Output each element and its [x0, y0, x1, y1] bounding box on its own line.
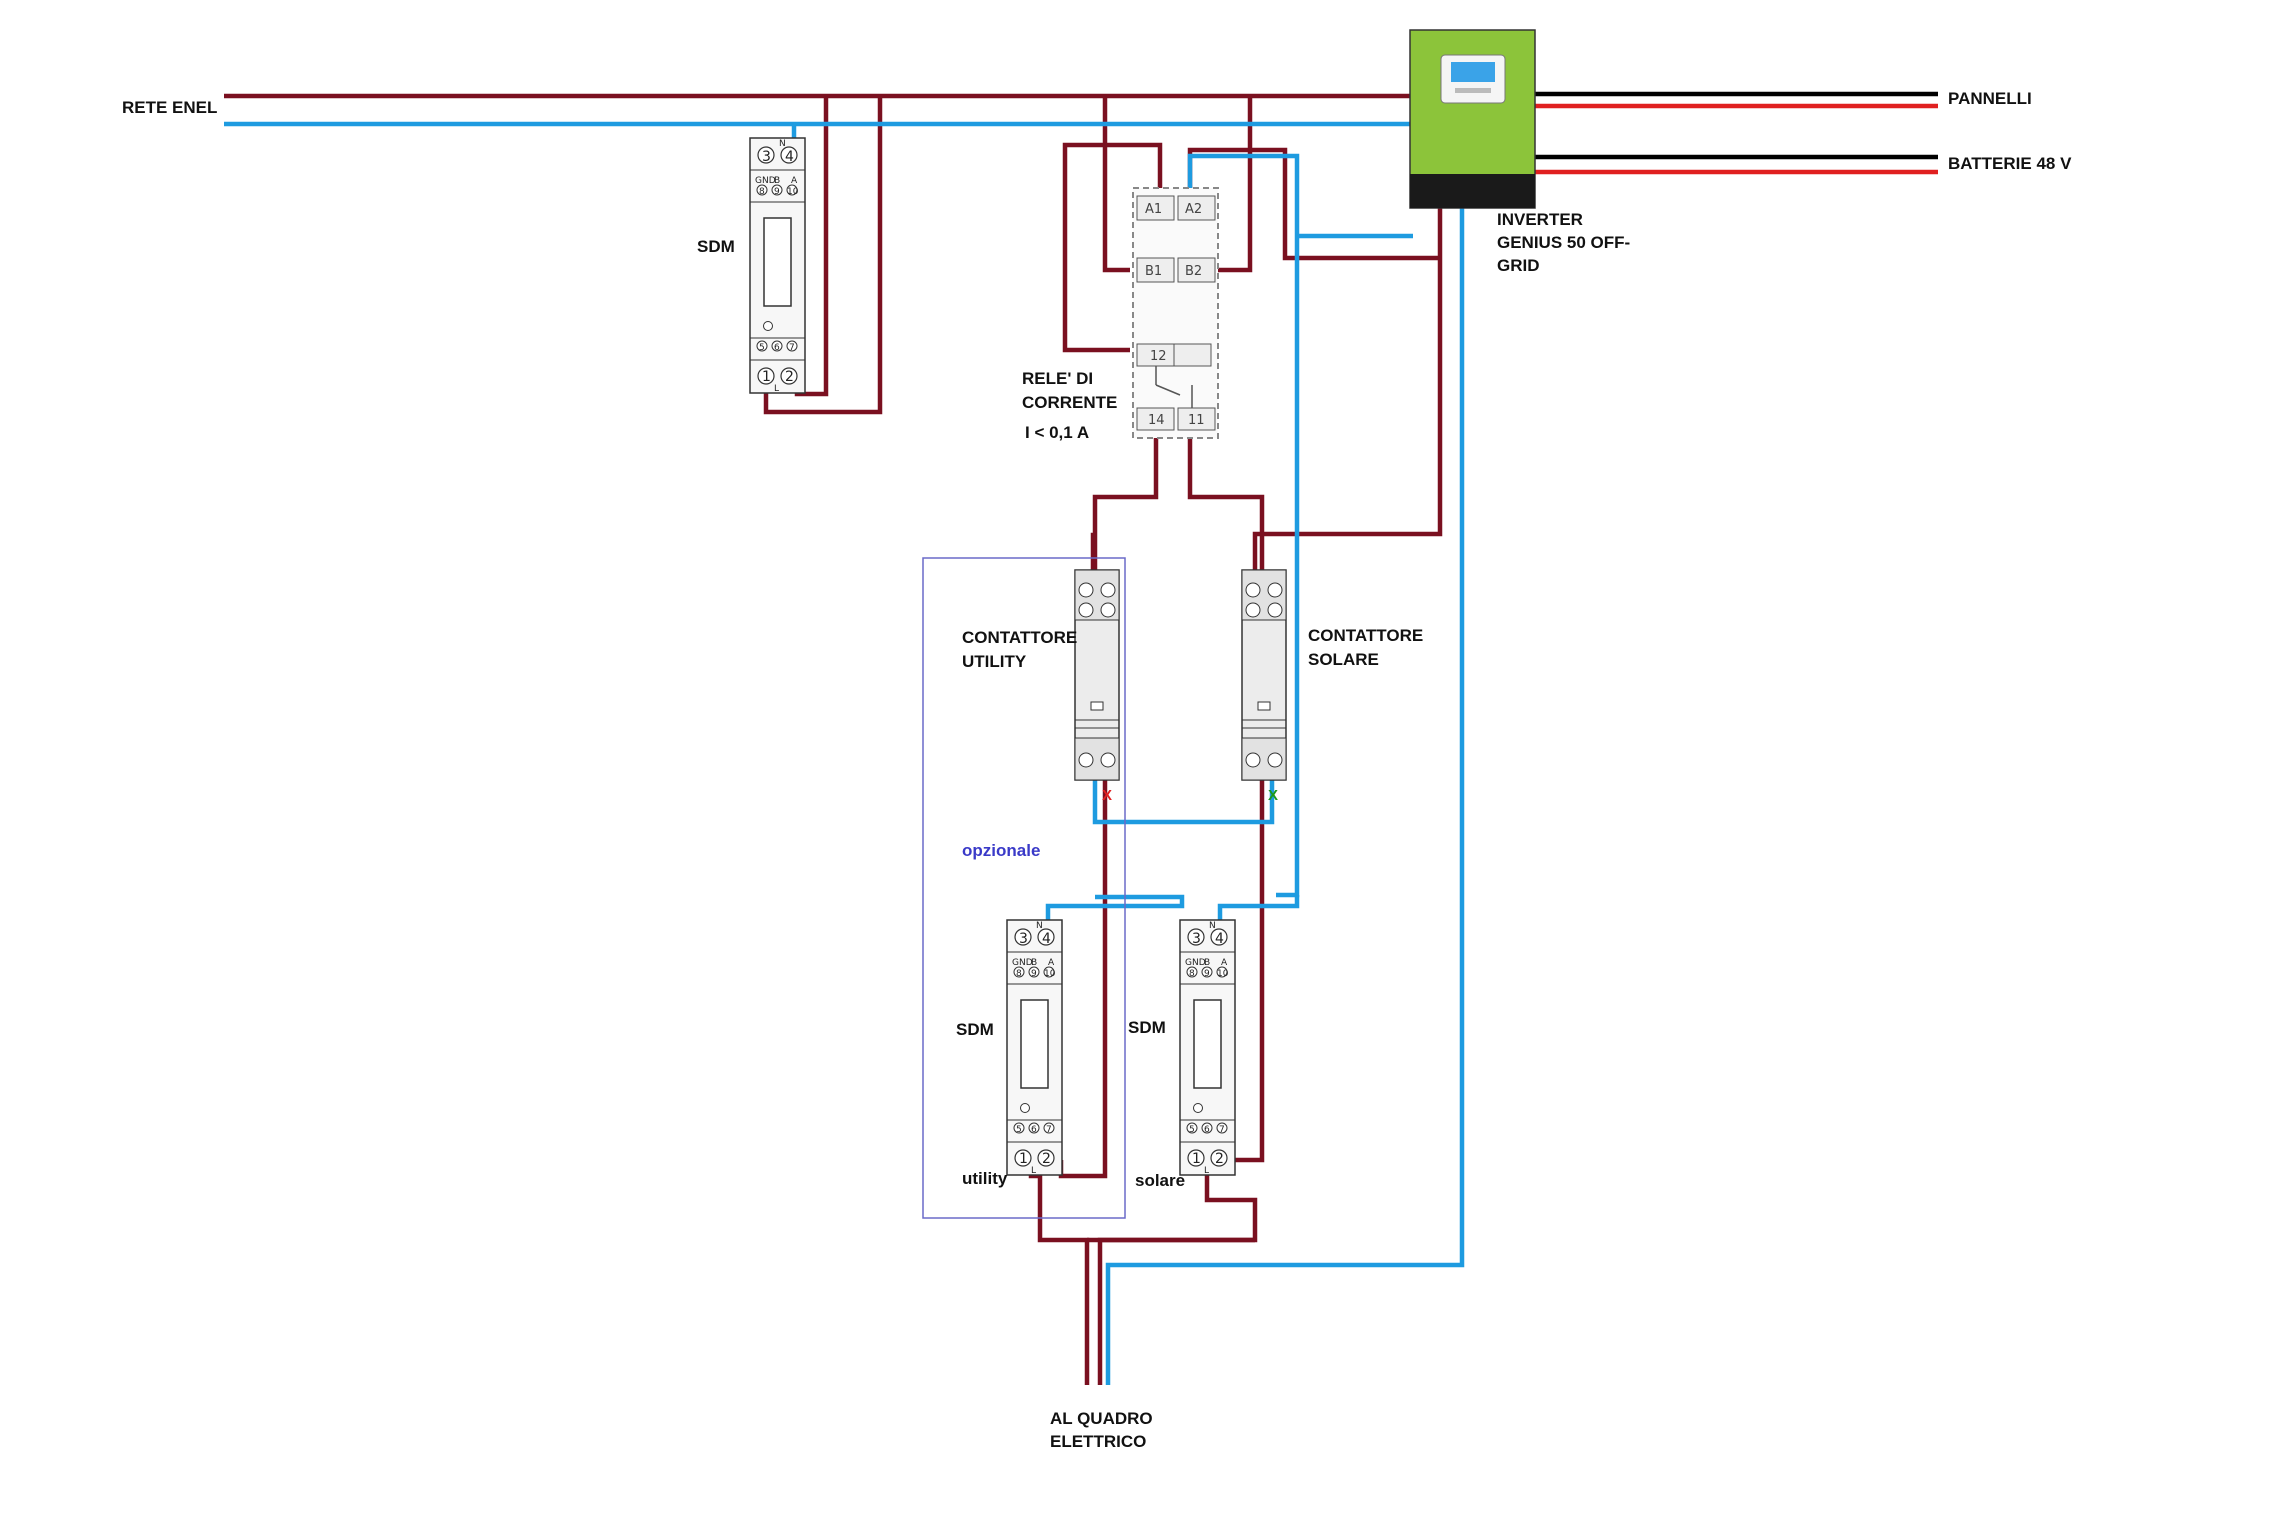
- svg-text:2: 2: [1215, 1151, 1224, 1167]
- svg-text:8: 8: [1189, 969, 1195, 979]
- svg-text:4: 4: [1215, 931, 1224, 947]
- label-batterie: BATTERIE 48 V: [1948, 154, 2072, 173]
- label-utility: utility: [962, 1169, 1008, 1188]
- current-relay: [1132, 187, 1219, 439]
- label-contattore-utility-line1: CONTATTORE: [962, 628, 1077, 647]
- label-inverter-line1: INVERTER: [1497, 210, 1583, 229]
- label-quadro-line2: ELETTRICO: [1050, 1432, 1146, 1451]
- label-contattore-utility-line2: UTILITY: [962, 652, 1027, 671]
- svg-text:7: 7: [1046, 1125, 1052, 1135]
- dc-lines: [1535, 91, 1938, 175]
- relay-terminal-11: 11: [1188, 413, 1205, 428]
- svg-text:10: 10: [1044, 969, 1056, 979]
- label-opzionale: opzionale: [962, 841, 1040, 860]
- svg-text:L: L: [774, 384, 779, 394]
- svg-text:N: N: [1036, 921, 1043, 931]
- svg-text:6: 6: [1204, 1125, 1210, 1135]
- svg-text:4: 4: [1042, 931, 1051, 947]
- svg-text:3: 3: [1192, 931, 1201, 947]
- svg-text:5: 5: [1189, 1125, 1195, 1135]
- label-sdm-utility: SDM: [956, 1020, 994, 1039]
- svg-text:7: 7: [789, 343, 795, 353]
- svg-text:GND: GND: [755, 176, 776, 186]
- svg-text:2: 2: [1042, 1151, 1051, 1167]
- svg-text:8: 8: [1016, 969, 1022, 979]
- svg-text:8: 8: [759, 187, 765, 197]
- svg-text:L: L: [1204, 1166, 1209, 1176]
- label-contattore-solare-line1: CONTATTORE: [1308, 626, 1423, 645]
- svg-text:9: 9: [1031, 969, 1037, 979]
- svg-text:5: 5: [1016, 1125, 1022, 1135]
- svg-text:4: 4: [785, 149, 794, 165]
- svg-text:B: B: [1204, 958, 1210, 968]
- relay-terminal-b2: B2: [1185, 264, 1202, 279]
- label-sdm-solare: SDM: [1128, 1018, 1166, 1037]
- contactor-solare: [1241, 569, 1287, 781]
- svg-text:3: 3: [1019, 931, 1028, 947]
- relay-terminal-a2: A2: [1185, 202, 1202, 217]
- optional-section-frame: [922, 557, 1126, 1219]
- svg-text:6: 6: [774, 343, 780, 353]
- svg-text:5: 5: [759, 343, 765, 353]
- label-rele-line2: CORRENTE: [1022, 393, 1117, 412]
- label-quadro-line1: AL QUADRO: [1050, 1409, 1153, 1428]
- relay-terminal-a1: A1: [1145, 202, 1162, 217]
- label-sdm-top: SDM: [697, 237, 735, 256]
- svg-text:2: 2: [785, 369, 794, 385]
- neutral-wires: [224, 121, 1465, 1385]
- svg-text:GND: GND: [1185, 958, 1206, 968]
- svg-text:1: 1: [1192, 1151, 1201, 1167]
- inverter-device: [1409, 29, 1536, 209]
- svg-text:GND: GND: [1012, 958, 1033, 968]
- relay-terminal-12: 12: [1150, 349, 1167, 364]
- label-inverter-line3: GRID: [1497, 256, 1540, 275]
- mark-x-solare: X: [1268, 787, 1278, 804]
- svg-text:3: 3: [762, 149, 771, 165]
- svg-text:B: B: [1031, 958, 1037, 968]
- label-contattore-solare-line2: SOLARE: [1308, 650, 1379, 669]
- label-pannelli: PANNELLI: [1948, 89, 2032, 108]
- sdm-solare-terminals: 3 4 N GND B A 8 9 10 5 6 7 1 2 L: [1185, 921, 1229, 1176]
- svg-text:9: 9: [774, 187, 780, 197]
- sdm-top-terminals: 3 4 N GND B A 8 9 10 5 6 7 1 2 L: [755, 139, 799, 394]
- mark-x-utility: X: [1102, 787, 1112, 804]
- sdm-utility-terminals: 3 4 N GND B A 8 9 10 5 6 7 1 2 L: [1012, 921, 1056, 1176]
- contactor-utility: [1074, 569, 1120, 781]
- svg-text:B: B: [774, 176, 780, 186]
- svg-text:N: N: [1209, 921, 1216, 931]
- svg-text:6: 6: [1031, 1125, 1037, 1135]
- svg-text:10: 10: [1217, 969, 1229, 979]
- label-rete-enel: RETE ENEL: [122, 98, 217, 117]
- svg-text:A: A: [791, 176, 798, 186]
- svg-text:9: 9: [1204, 969, 1210, 979]
- svg-text:L: L: [1031, 1166, 1036, 1176]
- svg-text:1: 1: [1019, 1151, 1028, 1167]
- svg-text:A: A: [1048, 958, 1055, 968]
- svg-text:1: 1: [762, 369, 771, 385]
- svg-text:10: 10: [787, 187, 799, 197]
- relay-terminal-b1: B1: [1145, 264, 1162, 279]
- relay-terminal-14: 14: [1148, 413, 1165, 428]
- label-rele-line3: I < 0,1 A: [1025, 423, 1089, 442]
- svg-text:N: N: [779, 139, 786, 149]
- label-rele-line1: RELE' DI: [1022, 369, 1093, 388]
- svg-text:7: 7: [1219, 1125, 1225, 1135]
- svg-text:A: A: [1221, 958, 1228, 968]
- label-solare: solare: [1135, 1171, 1185, 1190]
- label-inverter-line2: GENIUS 50 OFF-: [1497, 233, 1630, 252]
